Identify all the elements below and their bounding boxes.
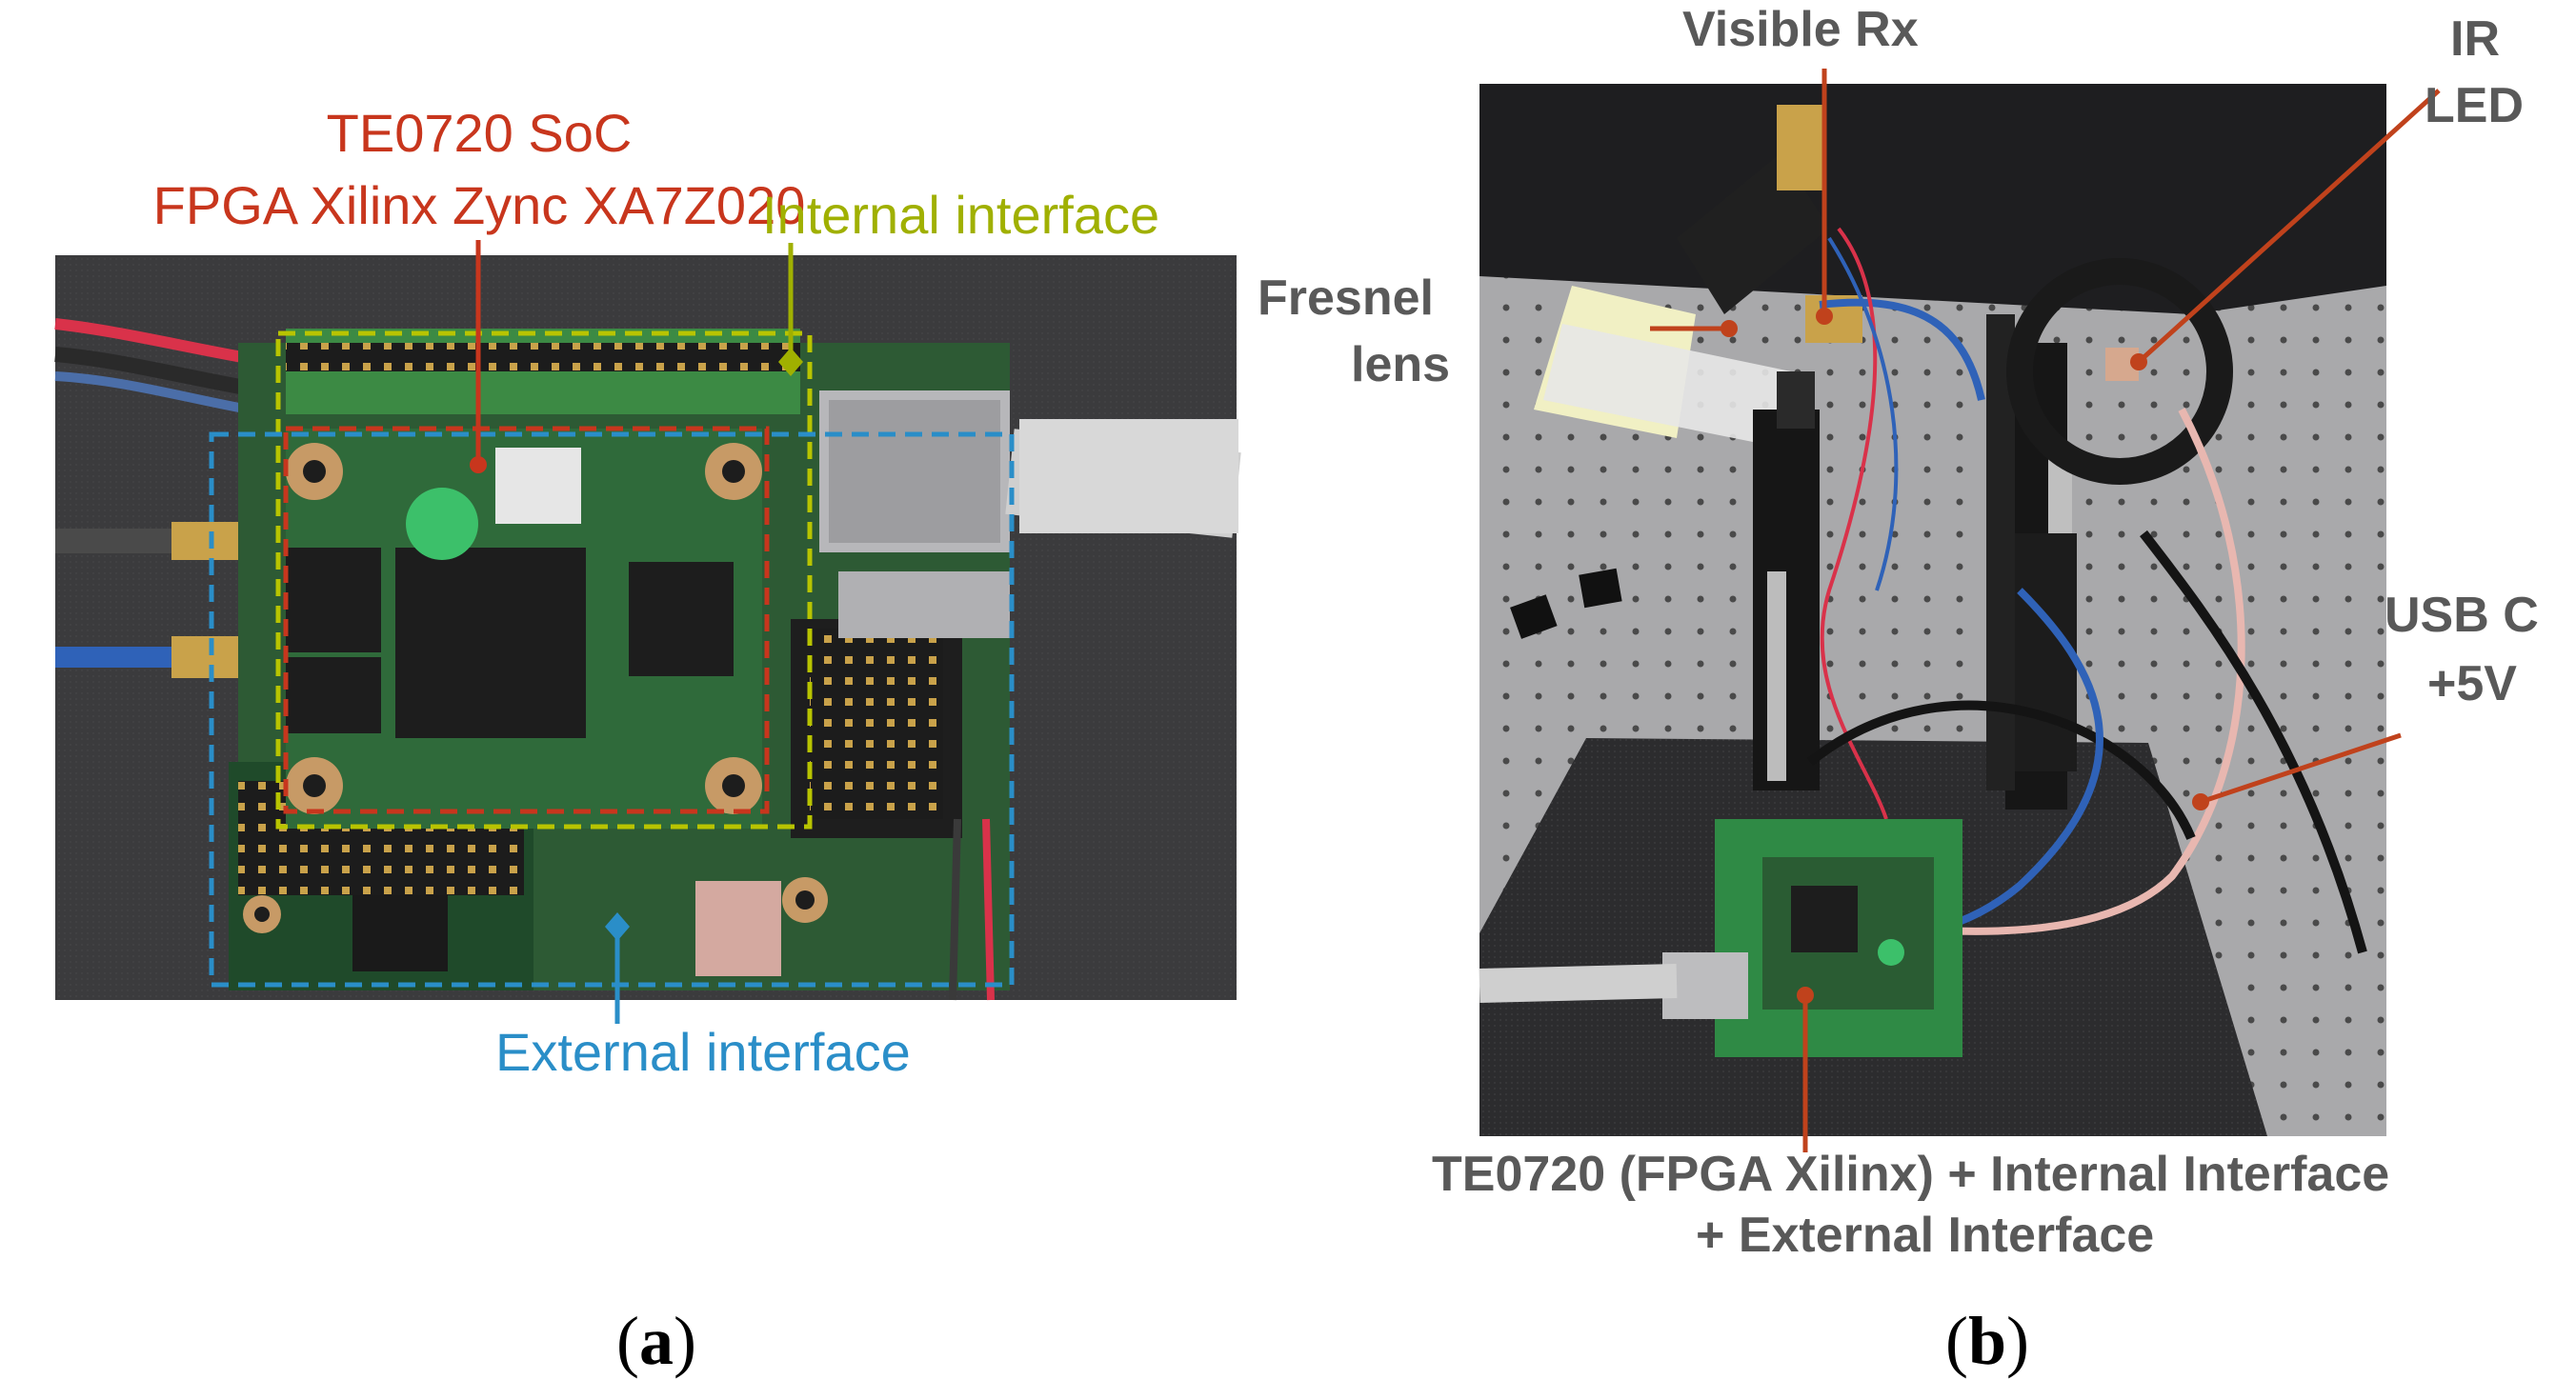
external-interface-frame (209, 431, 1015, 988)
fresnel-label-line1: Fresnel (1258, 270, 1434, 326)
caption-a-open: ( (616, 1303, 639, 1379)
caption-b-open: ( (1945, 1303, 1968, 1379)
usb-pointer (2200, 732, 2402, 805)
ir-led-pointer (2137, 89, 2441, 364)
soc-label-line2: FPGA Xilinx Zync XA7Z020 (152, 175, 806, 235)
board-label-line2: + External Interface (1696, 1208, 2155, 1263)
soc-frame (283, 426, 770, 814)
internal-interface-frame (275, 330, 813, 830)
visible-rx-label: Visible Rx (1682, 2, 1919, 57)
caption-a-close: ) (673, 1303, 696, 1379)
soc-label-line1: TE0720 SoC (326, 103, 633, 163)
ir-led-label-line1: IR (2450, 11, 2500, 67)
fresnel-label-line2: lens (1351, 337, 1451, 392)
ir-led-mount (2006, 258, 2233, 485)
caption-a: (a) (616, 1307, 696, 1375)
caption-b: (b) (1945, 1307, 2029, 1375)
ir-led-label-line2: LED (2425, 78, 2524, 133)
external-interface-label: External interface (495, 1022, 911, 1082)
board-label-line1: TE0720 (FPGA Xilinx) + Internal Interfac… (1432, 1147, 2390, 1202)
usb-label-line2: +5V (2427, 656, 2517, 711)
usb-label-line1: USB C (2385, 588, 2539, 643)
caption-b-close: ) (2006, 1303, 2030, 1379)
green-sticker (406, 488, 478, 560)
caption-b-letter: b (1967, 1303, 2007, 1379)
internal-interface-label: Internal interface (762, 185, 1160, 245)
caption-a-letter: a (638, 1303, 674, 1379)
